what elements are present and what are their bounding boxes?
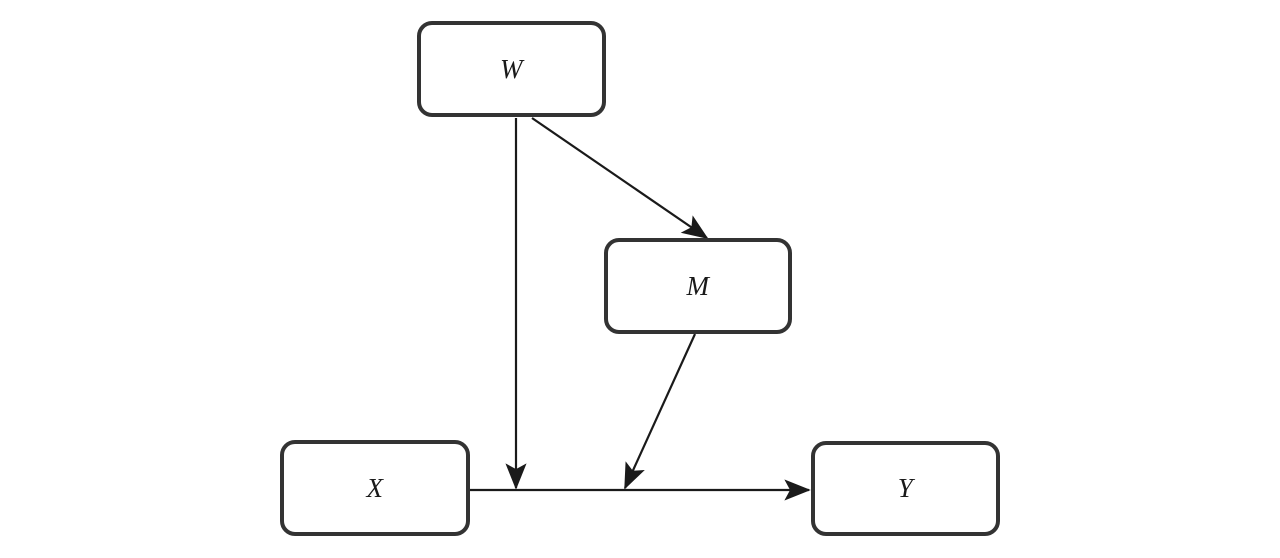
node-w[interactable]: W (417, 21, 606, 117)
edge-m-to-xy (623, 333, 697, 490)
node-w-label: W (500, 53, 523, 84)
node-m-label: M (686, 270, 710, 301)
node-m[interactable]: M (604, 238, 792, 334)
edge-group (470, 117, 811, 501)
node-x-label: X (366, 472, 384, 503)
node-y[interactable]: Y (811, 441, 1000, 536)
node-y-label: Y (897, 473, 914, 503)
node-x[interactable]: X (280, 440, 470, 536)
edge-w-to-m (531, 117, 709, 239)
